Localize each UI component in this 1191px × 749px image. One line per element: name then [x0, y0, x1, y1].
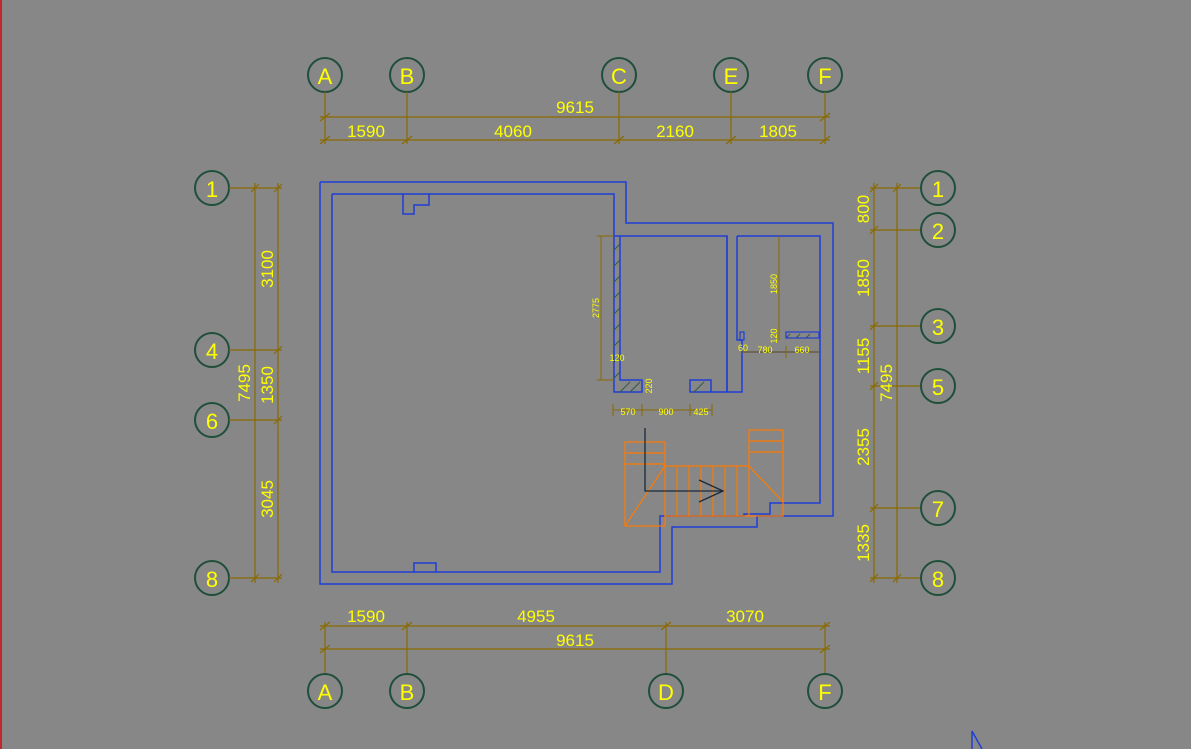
axis-bubble-left-1[interactable]: 1	[194, 170, 230, 206]
right-axis-extension-lines	[869, 183, 921, 583]
axis-label: A	[318, 64, 333, 89]
axis-label: 5	[932, 375, 944, 400]
bottom-axis-extension-lines	[319, 621, 831, 674]
axis-label: 2	[932, 219, 944, 244]
axis-label: 4	[206, 339, 218, 364]
axis-label: 8	[206, 567, 218, 592]
axis-label: 6	[206, 409, 218, 434]
axis-label: 3	[932, 315, 944, 340]
interior-dim-right-b: 660	[794, 345, 809, 355]
axis-bubble-bottom-F[interactable]: F	[807, 673, 843, 709]
axis-label: D	[658, 680, 674, 705]
bottom-dimension-segment: 3070	[726, 607, 764, 626]
interior-dim-door: 425	[693, 407, 708, 417]
right-total-dimension: 7495	[877, 364, 896, 402]
axis-bubble-bottom-B[interactable]: B	[389, 673, 425, 709]
left-total-dimension: 7495	[235, 364, 254, 402]
axis-bubble-right-5[interactable]: 5	[920, 368, 956, 404]
axis-label: C	[611, 64, 627, 89]
column-small	[739, 331, 745, 341]
axis-bubble-right-7[interactable]: 7	[920, 490, 956, 526]
top-dimension-segment: 1805	[759, 122, 797, 141]
bottom-dimension-segment: 4955	[517, 607, 555, 626]
stair-direction-arrow-icon	[644, 428, 725, 503]
axis-bubble-top-E[interactable]: E	[713, 57, 749, 93]
axis-bubble-top-C[interactable]: C	[601, 57, 637, 93]
left-dimension-segment: 3100	[258, 250, 277, 288]
top-total-dimension: 9615	[556, 98, 594, 117]
window-right[interactable]	[785, 331, 820, 339]
right-dimension-segment: 1850	[854, 259, 873, 297]
right-dimension-segment: 1335	[854, 524, 873, 562]
axis-bubble-top-A[interactable]: A	[307, 57, 343, 93]
axis-bubble-right-2[interactable]: 2	[920, 212, 956, 248]
left-dimension-segment: 1350	[258, 366, 277, 404]
interior-dim-door: 570	[620, 407, 635, 417]
interior-dim-thickness: 220	[644, 378, 654, 393]
bottom-axis-group: 1590 4955 3070 9615 A B D F	[307, 607, 843, 709]
axis-bubble-left-4[interactable]: 4	[194, 332, 230, 368]
drawing-border-left	[0, 0, 2, 749]
right-axis-group: 800 1850 1155 2355 1335 7495 1 2 3 5	[854, 170, 956, 596]
axis-label: F	[818, 680, 831, 705]
bottom-dimension-segment: 1590	[347, 607, 385, 626]
top-axis-group: A B C E F	[307, 57, 843, 145]
exterior-walls[interactable]	[319, 181, 834, 585]
interior-dim-thickness: 120	[609, 353, 624, 363]
axis-label: A	[318, 680, 333, 705]
axis-bubble-bottom-A[interactable]: A	[307, 673, 343, 709]
bottom-total-dimension: 9615	[556, 631, 594, 650]
interior-dimension-lines	[597, 235, 820, 416]
axis-bubble-right-3[interactable]: 3	[920, 308, 956, 344]
stair[interactable]	[624, 429, 784, 527]
right-dimension-segment: 1155	[854, 338, 873, 375]
interior-dim-door: 900	[658, 407, 673, 417]
left-dimension-segment: 3045	[258, 480, 277, 518]
interior-dim-right-small: 60	[738, 343, 748, 353]
axis-label: E	[724, 64, 739, 89]
interior-dim-right-height: 1850	[769, 274, 779, 294]
right-dimension-segment: 2355	[854, 428, 873, 466]
top-dimension-segment: 4060	[494, 122, 532, 141]
axis-bubble-left-6[interactable]: 6	[194, 402, 230, 438]
mouse-cursor-icon	[971, 730, 983, 749]
axis-label: 8	[932, 567, 944, 592]
interior-dim-right-a: 780	[757, 345, 772, 355]
axis-label: 1	[932, 177, 944, 202]
axis-bubble-right-8[interactable]: 8	[920, 560, 956, 596]
wall-hatch	[613, 243, 811, 393]
top-axis-extension-lines	[319, 92, 831, 145]
top-dimension-segment: 1590	[347, 122, 385, 141]
axis-label: B	[400, 680, 415, 705]
axis-label: B	[400, 64, 415, 89]
axis-label: 1	[206, 177, 218, 202]
axis-label: F	[818, 64, 831, 89]
axis-bubble-top-B[interactable]: B	[389, 57, 425, 93]
axis-bubble-left-8[interactable]: 8	[194, 560, 230, 596]
left-axis-extension-lines	[229, 183, 283, 583]
axis-bubble-bottom-D[interactable]: D	[648, 673, 684, 709]
axis-bubble-right-1[interactable]: 1	[920, 170, 956, 206]
axis-label: 7	[932, 497, 944, 522]
interior-dim-wall-height: 2775	[591, 298, 601, 318]
top-dimension-segment: 2160	[656, 122, 694, 141]
axis-bubble-top-F[interactable]: F	[807, 57, 843, 93]
left-axis-group: 1 4 6 8	[194, 170, 283, 596]
interior-dim-right-thickness: 120	[769, 328, 779, 343]
right-dimension-segment: 800	[854, 195, 873, 223]
